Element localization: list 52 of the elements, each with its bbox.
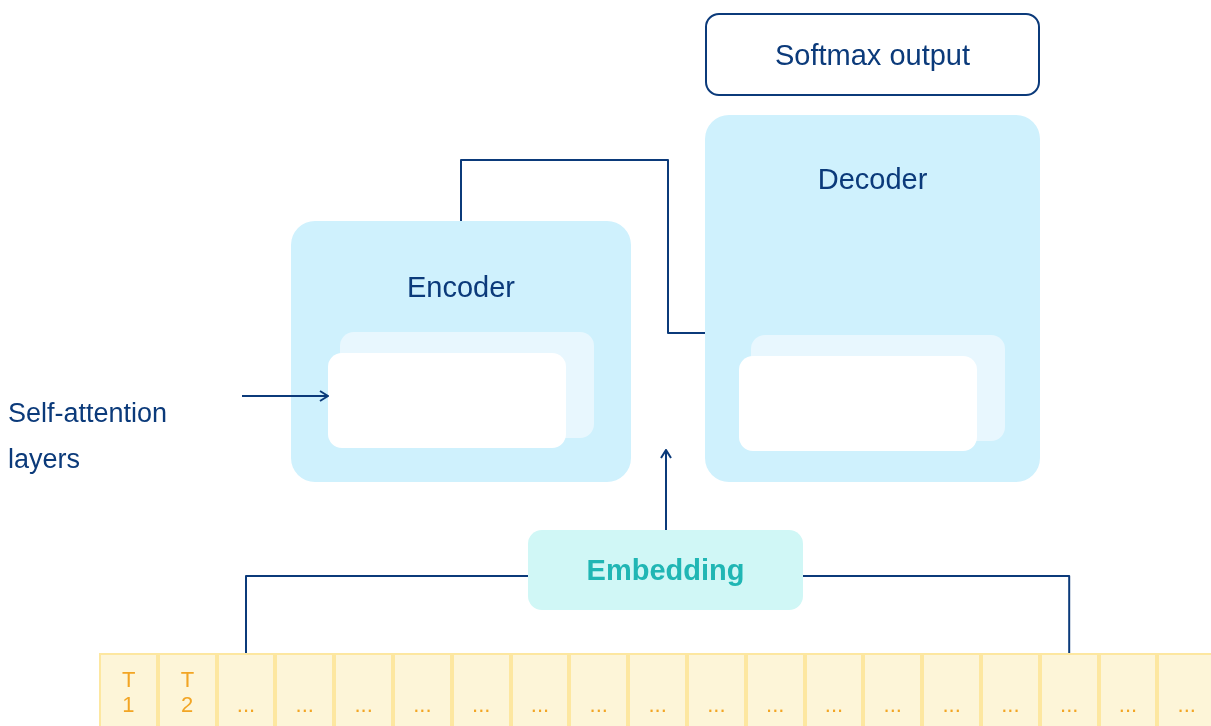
token-cell (922, 653, 981, 726)
token-cell (1098, 653, 1158, 726)
token-cell (334, 653, 393, 726)
token-cell (393, 653, 452, 726)
token-label: ... (648, 692, 667, 717)
output-box (705, 13, 1040, 96)
token-label: ... (942, 692, 961, 717)
connector-line (802, 575, 1071, 654)
token-label: T 1 (121, 667, 135, 717)
block-title: Encoder (407, 270, 515, 305)
token-cell (1157, 653, 1211, 726)
block-panel (705, 115, 1040, 482)
block-title: Softmax output (774, 37, 971, 73)
block-title: Decoder (817, 162, 928, 197)
token-cell (981, 653, 1040, 726)
token-cell (216, 653, 276, 726)
token-label: ... (1060, 692, 1079, 717)
annotation-text: Self-attention layers (8, 397, 169, 476)
token-label: ... (413, 692, 432, 717)
connector-line (460, 159, 706, 334)
token-label: ... (354, 692, 373, 717)
embedding-box (528, 530, 803, 610)
token-label: ... (530, 692, 550, 717)
token-cell (863, 653, 923, 726)
token-cell (275, 653, 335, 726)
token-cell (745, 653, 805, 726)
block-title: Embedding (586, 553, 745, 588)
token-cell (510, 653, 570, 726)
token-label: ... (1177, 692, 1196, 717)
token-label: ... (1001, 692, 1020, 717)
token-cell (628, 653, 687, 726)
connector-line (245, 575, 529, 654)
arrow (241, 390, 329, 402)
token-label: ... (295, 692, 314, 717)
block-panel (291, 221, 631, 482)
token-cell (451, 653, 511, 726)
token-cell (804, 653, 864, 726)
token-cell (569, 653, 629, 726)
token-cell (687, 653, 746, 726)
token-label: ... (472, 692, 491, 717)
token-label: ... (589, 692, 608, 717)
token-label: ... (883, 692, 902, 717)
token-label: ... (766, 692, 785, 717)
token-label: ... (236, 692, 256, 717)
token-label: ... (1118, 692, 1138, 717)
token-cell (99, 653, 158, 726)
token-label: ... (707, 692, 726, 717)
token-cell (157, 653, 217, 726)
token-cell (1039, 653, 1099, 726)
arrow (660, 449, 672, 531)
token-label: ... (824, 692, 844, 717)
token-label: T 2 (180, 667, 194, 717)
